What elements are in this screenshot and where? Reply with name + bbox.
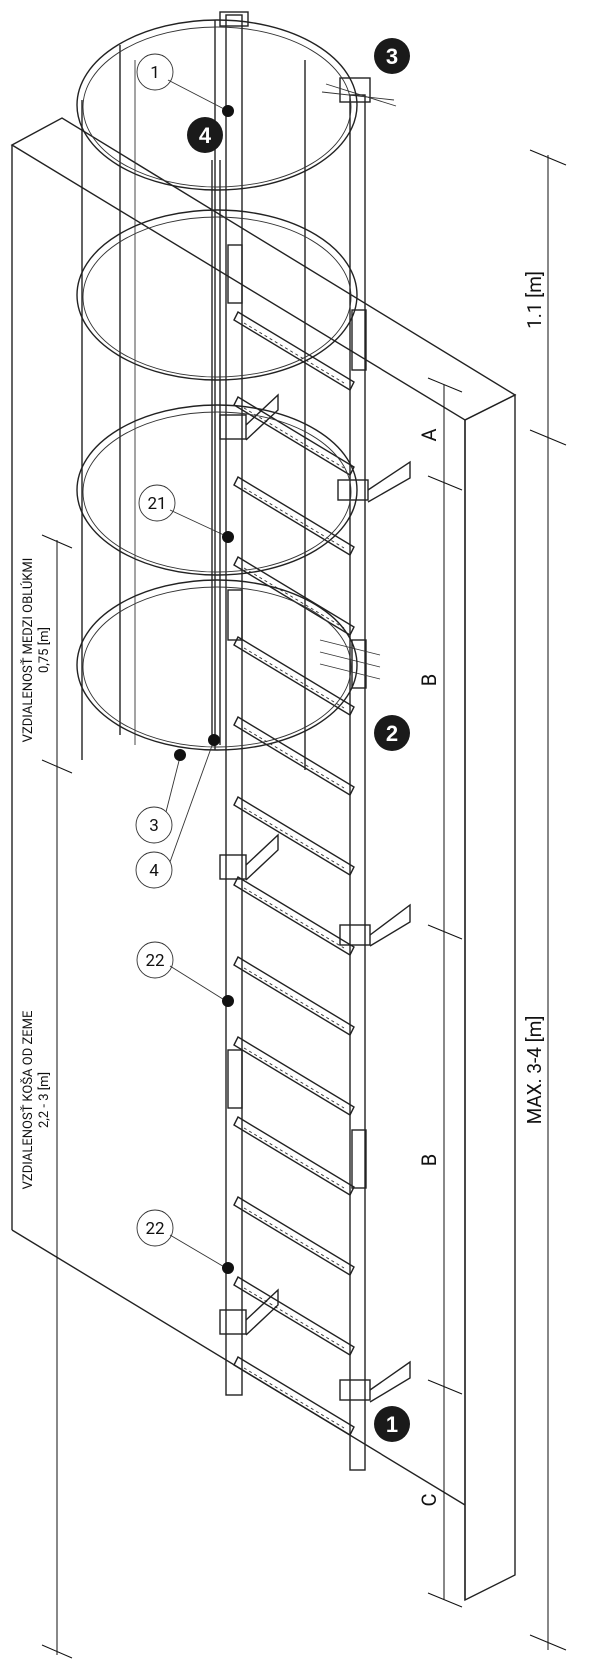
wall-bracket bbox=[219, 393, 279, 441]
callout-1: 1 bbox=[136, 53, 174, 91]
rung bbox=[233, 476, 355, 556]
callout-leaders bbox=[165, 79, 227, 1269]
rung bbox=[233, 876, 355, 956]
ladder-stiles bbox=[219, 11, 397, 1471]
rung bbox=[233, 1116, 355, 1196]
rung bbox=[233, 1196, 355, 1276]
svg-text:1: 1 bbox=[150, 63, 160, 83]
marker-dots bbox=[174, 105, 234, 1274]
cage-height-value: 2,2 - 3 [m] bbox=[37, 1072, 52, 1128]
dimensions-right bbox=[427, 149, 567, 1651]
dim-section-b1: B bbox=[417, 674, 441, 686]
dim-section-b2: B bbox=[417, 1154, 441, 1166]
svg-text:22: 22 bbox=[145, 1219, 164, 1239]
wall-bracket bbox=[337, 460, 411, 503]
wall-brackets bbox=[219, 393, 411, 1403]
rung bbox=[233, 1356, 355, 1436]
callout-3: 3 bbox=[135, 806, 173, 844]
hoop-spacing-value: 0,75 [m] bbox=[37, 627, 52, 673]
rung bbox=[233, 1276, 355, 1356]
rung bbox=[233, 1036, 355, 1116]
dim-section-c: C bbox=[417, 1493, 441, 1506]
dim-top-height: 1.1 [m] bbox=[523, 271, 546, 329]
ladder-rungs bbox=[233, 311, 355, 1436]
dim-section-a: A bbox=[417, 428, 441, 441]
callout-22-lower: 22 bbox=[136, 1209, 174, 1247]
wall-bracket bbox=[339, 1360, 411, 1403]
callout-4: 4 bbox=[135, 851, 173, 889]
svg-text:2: 2 bbox=[386, 721, 398, 746]
rung bbox=[233, 956, 355, 1036]
cage-height-label: VZDIALENOSŤ KOŠA OD ZEME bbox=[20, 1011, 36, 1190]
svg-text:21: 21 bbox=[147, 494, 166, 514]
wall-bracket bbox=[339, 903, 411, 947]
wall-bracket bbox=[219, 833, 279, 881]
splice-plates bbox=[227, 244, 381, 1189]
safety-cage bbox=[76, 19, 358, 770]
rung bbox=[233, 556, 355, 636]
wall-bracket bbox=[219, 1288, 279, 1336]
svg-text:1: 1 bbox=[386, 1412, 398, 1437]
rung bbox=[233, 311, 355, 391]
wall bbox=[10, 117, 517, 1602]
hoop-spacing-label: VZDIALENOSŤ MEDZI OBLÚKMI bbox=[20, 558, 36, 743]
bubble-2: 2 bbox=[374, 715, 410, 751]
bubble-3: 3 bbox=[374, 38, 410, 74]
dim-max-height: MAX. 3-4 [m] bbox=[523, 1016, 546, 1125]
svg-text:4: 4 bbox=[149, 861, 159, 881]
svg-text:4: 4 bbox=[199, 123, 212, 148]
bubble-4: 4 bbox=[187, 117, 223, 153]
callout-22-upper: 22 bbox=[136, 941, 174, 979]
svg-text:3: 3 bbox=[149, 816, 159, 836]
svg-text:22: 22 bbox=[145, 951, 164, 971]
dimensions-left bbox=[41, 534, 73, 1659]
rung bbox=[233, 796, 355, 876]
callout-21: 21 bbox=[138, 484, 176, 522]
rung bbox=[233, 716, 355, 796]
svg-text:3: 3 bbox=[386, 44, 398, 69]
rung bbox=[233, 396, 355, 476]
bubble-1: 1 bbox=[374, 1406, 410, 1442]
